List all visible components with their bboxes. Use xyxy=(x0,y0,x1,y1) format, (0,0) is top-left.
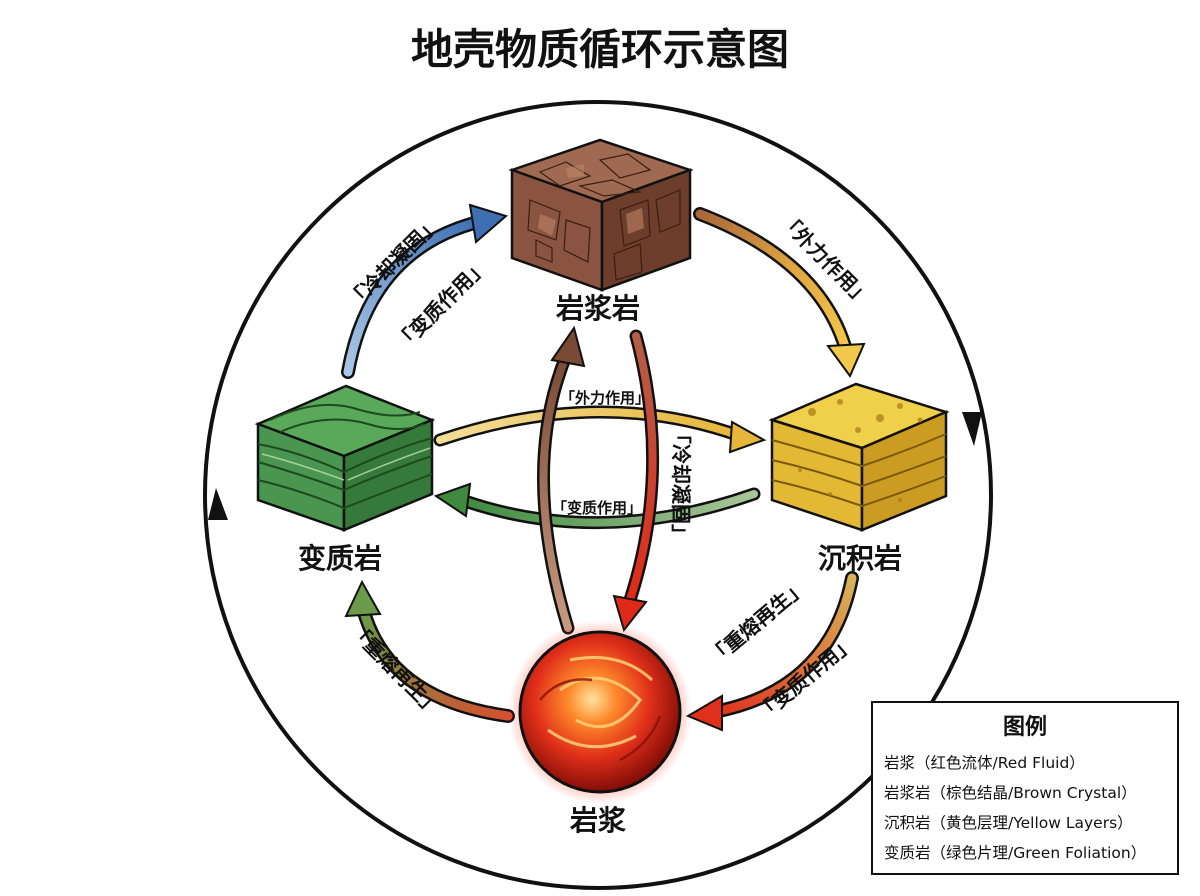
arrow-head-to-igneous xyxy=(468,203,509,244)
edge-label-metamorphism-outer-left: 「变质作用」 xyxy=(391,254,493,356)
legend-item-magma: 岩浆（红色流体/Red Fluid） xyxy=(884,754,1085,772)
legend-box: 图例 岩浆（红色流体/Red Fluid） 岩浆岩（棕色结晶/Brown Cry… xyxy=(871,701,1179,875)
legend-frame xyxy=(871,701,1179,875)
arrow-metamorphic-to-igneous xyxy=(343,217,483,377)
arrow-head-to-magma-inner xyxy=(612,594,648,633)
magma-sphere-icon xyxy=(508,620,692,804)
arrow-head-to-sedimentary-inner xyxy=(728,420,767,454)
sedimentary-rock-block-icon xyxy=(768,382,950,532)
legend-item-igneous: 岩浆岩（棕色结晶/Brown Crystal） xyxy=(884,784,1137,802)
metamorphic-rock-block-icon xyxy=(254,384,436,532)
outer-cycle-arrowhead-right xyxy=(962,412,982,446)
edge-label-cooling-inner: 「冷却凝固」 xyxy=(669,424,693,544)
page-title: 地壳物质循环示意图 xyxy=(411,25,789,74)
legend-title: 图例 xyxy=(1003,715,1047,740)
arrow-head-to-magma-right xyxy=(685,694,723,732)
legend-item-sedimentary: 沉积岩（黄色层理/Yellow Layers） xyxy=(884,814,1133,832)
edge-label-cooling-outer: 「冷却凝固」 xyxy=(343,212,445,314)
outer-cycle-arrowhead-left xyxy=(208,488,228,520)
arrow-igneous-to-magma xyxy=(626,332,657,604)
arrow-head-to-sedimentary xyxy=(826,342,866,378)
edge-label-remelting-left: 「重熔再生」 xyxy=(344,619,446,721)
edge-label-weathering-inner: 「外力作用」 xyxy=(560,389,650,407)
arrow-magma-to-igneous xyxy=(539,352,572,632)
arrow-igneous-to-sedimentary-outline xyxy=(693,207,853,357)
outer-cycle-ring xyxy=(203,100,993,890)
arrow-head-to-metamorphic-left xyxy=(344,579,382,618)
edge-label-remelting-right: 「重熔再生」 xyxy=(704,574,811,670)
arrow-sedimentary-to-magma xyxy=(709,573,857,717)
arrow-metamorphic-to-sedimentary xyxy=(436,408,744,444)
edge-label-metamorphism-inner: 「变质作用」 xyxy=(552,499,642,517)
igneous-rock-block-icon xyxy=(508,138,694,292)
arrow-sedimentary-to-metamorphic xyxy=(458,490,758,527)
arrow-head-to-metamorphic-inner xyxy=(433,482,472,518)
legend-item-metamorphic: 变质岩（绿色片理/Green Foliation） xyxy=(884,844,1146,862)
arrow-head-to-igneous-inner xyxy=(550,325,586,368)
arrow-igneous-to-sedimentary xyxy=(695,209,851,355)
metamorphic-rock-label: 变质岩 xyxy=(298,542,382,575)
igneous-rock-label: 岩浆岩 xyxy=(555,292,640,325)
cycle-arrows xyxy=(341,203,866,732)
magma-label: 岩浆 xyxy=(569,804,627,837)
sedimentary-rock-label: 沉积岩 xyxy=(818,542,902,575)
edge-label-metamorphism-outer-right: 「变质作用」 xyxy=(752,630,859,726)
arrow-magma-to-metamorphic xyxy=(359,607,513,721)
outer-cycle xyxy=(203,100,993,890)
